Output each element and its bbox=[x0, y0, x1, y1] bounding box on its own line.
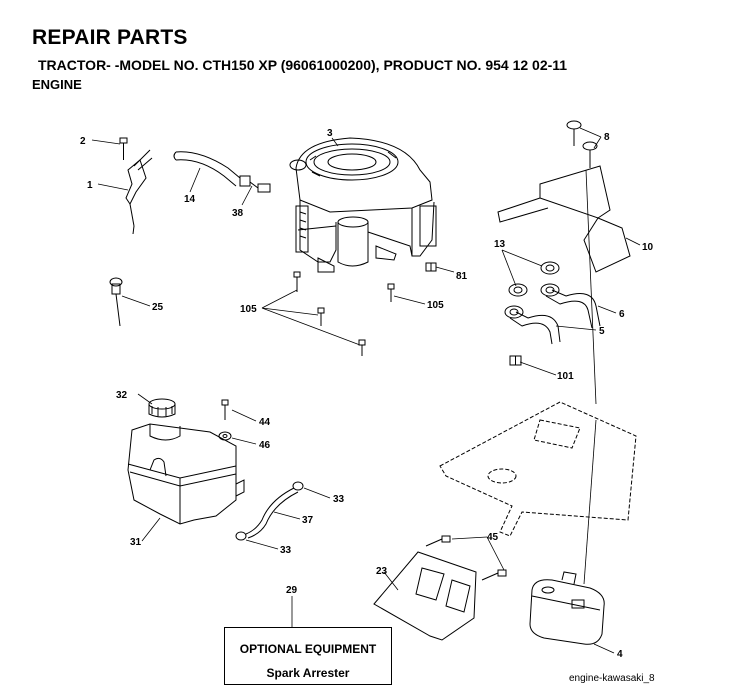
callout-labels: 2 1 14 38 3 81 105 105 25 8 10 13 6 5 10… bbox=[80, 128, 654, 660]
part-37-fuel-line bbox=[245, 487, 299, 539]
model-subtitle: TRACTOR- -MODEL NO. CTH150 XP (960610002… bbox=[38, 57, 568, 73]
part-105-bolts bbox=[293, 271, 395, 356]
callout-33-upper: 33 bbox=[333, 494, 345, 505]
part-4-muffler bbox=[529, 571, 605, 645]
part-23-muffler-shield bbox=[373, 551, 477, 641]
callout-105-left: 105 bbox=[240, 304, 257, 315]
part-6-exhaust-pipe bbox=[545, 289, 601, 329]
part-38-fitting bbox=[239, 175, 271, 193]
part-13-gaskets bbox=[504, 261, 560, 319]
part-10-heat-shield bbox=[497, 165, 631, 273]
optional-equipment-heading: OPTIONAL EQUIPMENT bbox=[239, 642, 377, 656]
callout-45: 45 bbox=[487, 532, 499, 543]
part-44-screw bbox=[221, 399, 229, 420]
callout-6: 6 bbox=[619, 309, 625, 320]
callout-33-lower: 33 bbox=[280, 545, 292, 556]
part-25-choke-knob bbox=[109, 277, 123, 327]
callout-31: 31 bbox=[130, 537, 142, 548]
callout-4: 4 bbox=[617, 649, 623, 660]
callout-1: 1 bbox=[87, 180, 93, 191]
part-2-screw bbox=[119, 137, 128, 160]
callout-81: 81 bbox=[456, 271, 468, 282]
drawing-reference: engine-kawasaki_8 bbox=[569, 673, 655, 684]
part-1-throttle-control bbox=[125, 149, 153, 235]
part-32-fuel-cap bbox=[148, 398, 176, 418]
part-46-washer bbox=[218, 431, 232, 441]
callout-38: 38 bbox=[232, 208, 244, 219]
part-3-engine bbox=[289, 137, 437, 273]
part-14-hose bbox=[173, 151, 241, 187]
optional-equipment-box: OPTIONAL EQUIPMENT Spark Arrester bbox=[224, 627, 392, 685]
leader-lines bbox=[91, 127, 641, 654]
callout-13: 13 bbox=[494, 239, 506, 250]
callout-32: 32 bbox=[116, 390, 128, 401]
section-title: ENGINE bbox=[32, 77, 82, 92]
part-8-knobs bbox=[566, 120, 598, 168]
callout-14: 14 bbox=[184, 194, 196, 205]
callout-23: 23 bbox=[376, 566, 388, 577]
callout-29: 29 bbox=[286, 585, 298, 596]
part-31-fuel-tank bbox=[127, 423, 245, 525]
callout-37: 37 bbox=[302, 515, 314, 526]
callout-3: 3 bbox=[327, 128, 333, 139]
callout-101: 101 bbox=[557, 371, 574, 382]
frame-plate bbox=[439, 401, 637, 537]
callout-8: 8 bbox=[604, 132, 610, 143]
optional-equipment-item: Spark Arrester bbox=[266, 666, 350, 680]
part-81-nut bbox=[425, 262, 437, 272]
callout-2: 2 bbox=[80, 136, 86, 147]
callout-44: 44 bbox=[259, 417, 271, 428]
callout-105-right: 105 bbox=[427, 300, 444, 311]
callout-25: 25 bbox=[152, 302, 164, 313]
part-101-nut bbox=[509, 355, 522, 366]
callout-10: 10 bbox=[642, 242, 654, 253]
callout-5: 5 bbox=[599, 326, 605, 337]
callout-46: 46 bbox=[259, 440, 271, 451]
page-title: REPAIR PARTS bbox=[32, 26, 188, 49]
part-45-screws bbox=[425, 535, 507, 581]
part-5-exhaust-pipe bbox=[509, 311, 561, 345]
part-33-clamps bbox=[235, 481, 304, 541]
